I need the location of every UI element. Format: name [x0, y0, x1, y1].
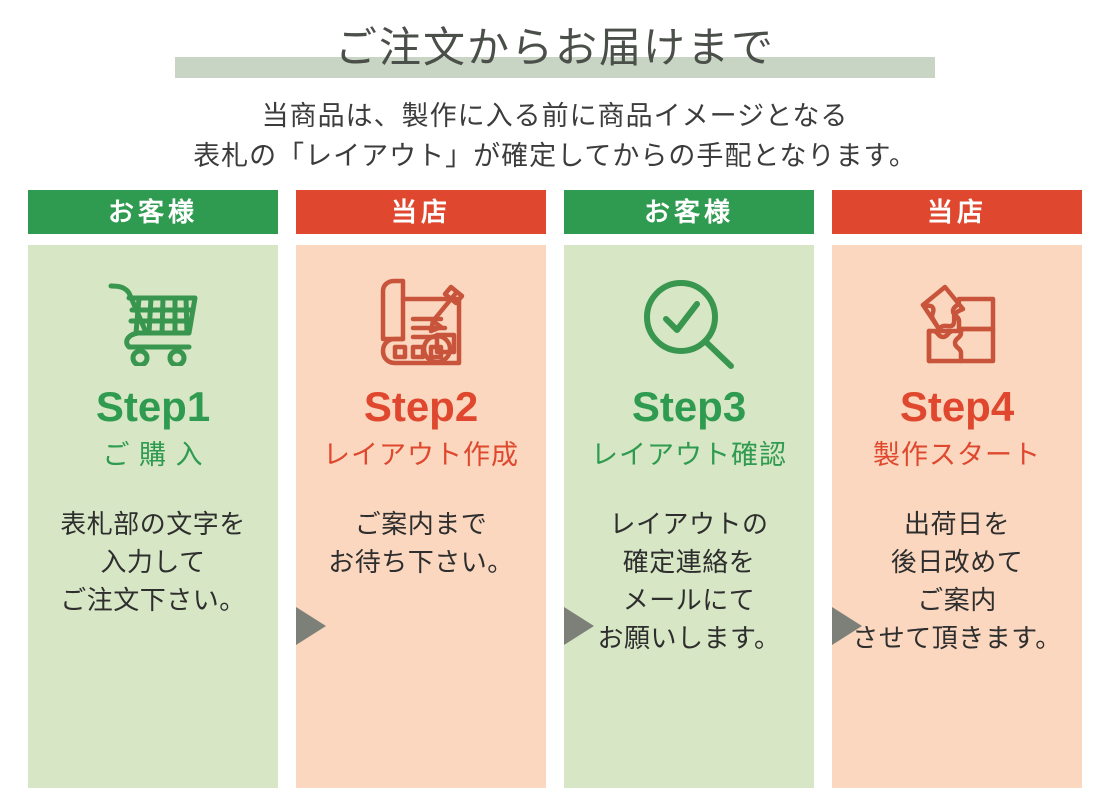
- step-desc-line: させて頂きます。: [852, 622, 1062, 653]
- triangle-right-icon: [294, 605, 328, 647]
- page-title: ご注文からお届けまで: [334, 24, 775, 71]
- step-heading-4: Step4: [899, 383, 1015, 430]
- step-heading-1: Step1: [95, 383, 211, 430]
- step-desc-line: お願いします。: [597, 622, 781, 653]
- step-description-1: 表札部の文字を 入力して ご注文下さい。: [60, 505, 246, 619]
- step-column-1: お客様 Step1 ご 購 入 表札部の文字を: [28, 190, 278, 788]
- step-subtitle-1: ご 購 入: [102, 440, 204, 471]
- step-body-4: Step4 製作スタート 出荷日を 後日改めて ご案内 させて頂きます。: [832, 245, 1082, 788]
- step-subtitle-4: 製作スタート: [873, 440, 1041, 471]
- step-subtitle-3: レイアウト確認: [591, 440, 787, 471]
- triangle-right-icon: [830, 605, 864, 647]
- triangle-right-icon: [562, 605, 596, 647]
- step-desc-line: お待ち下さい。: [328, 546, 514, 577]
- step-role-badge-2: 当店: [296, 190, 546, 234]
- step-role-badge-3: お客様: [564, 190, 814, 234]
- step-desc-line: 後日改めて: [890, 546, 1024, 577]
- step-description-4: 出荷日を 後日改めて ご案内 させて頂きます。: [852, 505, 1061, 657]
- step-description-2: ご案内まで お待ち下さい。: [328, 505, 514, 581]
- process-steps-container: お客様 Step1 ご 購 入 表札部の文字を: [28, 190, 1082, 788]
- step-body-2: Step2 レイアウト作成 ご案内まで お待ち下さい。: [296, 245, 546, 788]
- step-desc-line: 確定連絡を: [622, 546, 756, 577]
- step-column-3: お客様 Step3 レイアウト確認 レイアウトの 確定連絡を メールにて お願い…: [564, 190, 814, 788]
- lead-line-1: 当商品は、製作に入る前に商品イメージとなる: [261, 101, 849, 131]
- title-underline-bar: [175, 57, 935, 78]
- step-desc-line: 入力して: [100, 546, 206, 577]
- step-desc-line: メールにて: [622, 584, 756, 615]
- step-heading-2: Step2: [363, 383, 479, 430]
- step-role-badge-4: 当店: [832, 190, 1082, 234]
- step-role-badge-1: お客様: [28, 190, 278, 234]
- step-desc-line: 出荷日を: [903, 508, 1010, 539]
- magnifier-check-icon: [639, 271, 739, 375]
- puzzle-pieces-icon: [909, 271, 1005, 375]
- page-title-block: ご注文からお届けまで: [0, 0, 1110, 90]
- step-heading-3: Step3: [631, 383, 747, 430]
- lead-line-2: 表札の「レイアウト」が確定してからの手配となります。: [193, 141, 917, 171]
- step-desc-line: ご注文下さい。: [60, 584, 246, 615]
- lead-paragraph: 当商品は、製作に入る前に商品イメージとなる 表札の「レイアウト」が確定してからの…: [0, 96, 1110, 176]
- step-column-2: 当店: [296, 190, 546, 788]
- step-subtitle-2: レイアウト作成: [323, 440, 519, 471]
- step-desc-line: ご案内まで: [354, 508, 488, 539]
- step-description-3: レイアウトの 確定連絡を メールにて お願いします。: [598, 505, 781, 657]
- step-column-4: 当店 St: [832, 190, 1082, 788]
- blueprint-pencil-icon: [373, 271, 469, 375]
- step-desc-line: 表札部の文字を: [60, 508, 246, 539]
- step-desc-line: レイアウトの: [609, 508, 769, 539]
- shopping-cart-icon: [105, 271, 201, 375]
- step-body-3: Step3 レイアウト確認 レイアウトの 確定連絡を メールにて お願いします。: [564, 245, 814, 788]
- step-body-1: Step1 ご 購 入 表札部の文字を 入力して ご注文下さい。: [28, 245, 278, 788]
- step-desc-line: ご案内: [917, 584, 997, 615]
